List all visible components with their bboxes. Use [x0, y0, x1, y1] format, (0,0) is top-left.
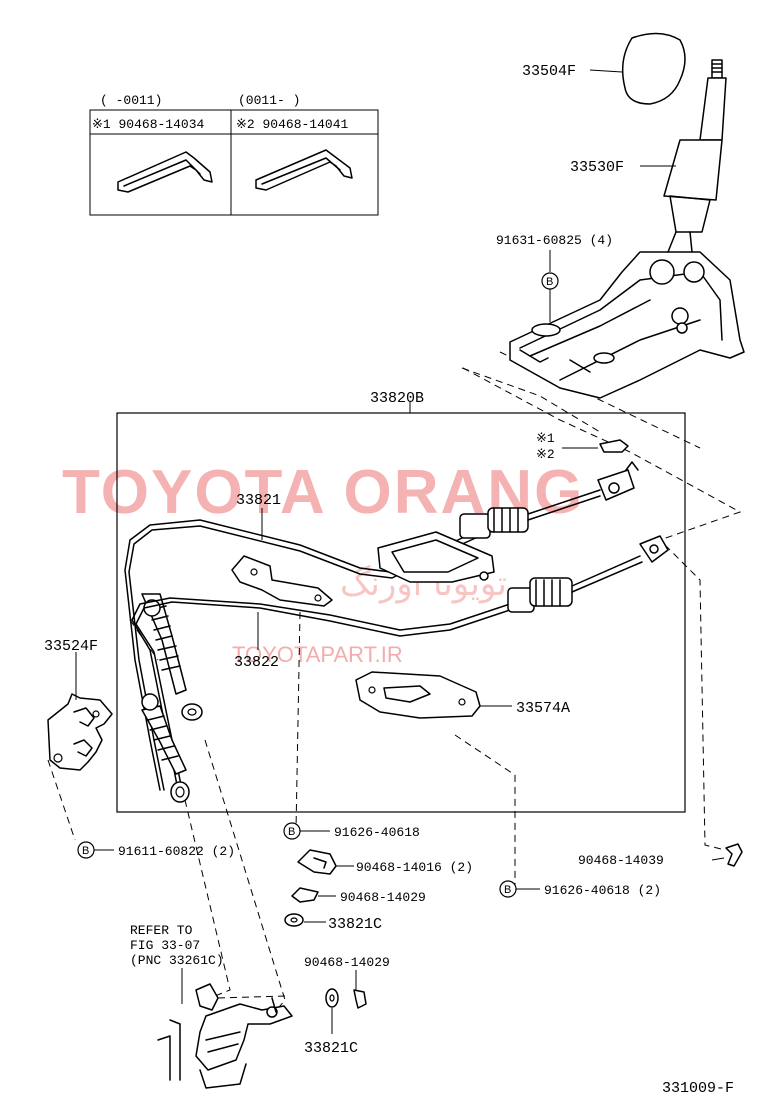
clip-icon-1 [117, 151, 213, 193]
label-cable-assy: 33820B [370, 390, 424, 407]
label-bolt-b: 91626-40618 (2) [544, 883, 661, 898]
inset-col2-header: (0011- ) [238, 93, 300, 108]
cable-bracket [231, 555, 333, 607]
cable-assembly-frame [116, 412, 686, 813]
label-bolt-left: 91611-60822 (2) [118, 844, 235, 859]
b-marker-left-letter: B [82, 845, 89, 857]
figure-id: 331009-F [662, 1080, 734, 1097]
clip-90468-14029-a [291, 887, 319, 903]
label-refer-3: (PNC 33261C) [130, 953, 224, 968]
label-cable-33822: 33822 [234, 654, 279, 671]
label-clip-right: 90468-14039 [578, 853, 664, 868]
label-refer-1: REFER TO [130, 923, 193, 938]
cable-33822 [131, 535, 669, 803]
b-marker-top-letter: B [546, 276, 553, 288]
b-marker-a-letter: B [288, 826, 295, 838]
clip-90468-14029-b [353, 989, 367, 1009]
label-clip-a: 90468-14016 (2) [356, 860, 473, 875]
label-refer-2: FIG 33-07 [130, 938, 200, 953]
cable-33821 [124, 461, 639, 791]
plate-33574A [355, 671, 481, 719]
b-marker-b-letter: B [504, 884, 511, 896]
transmission-linkage [157, 983, 293, 1089]
clip-90468-14039 [725, 843, 743, 867]
shift-lever-housing [509, 231, 745, 399]
inset-col1-header: ( -0011) [100, 93, 162, 108]
label-note2: ※2 [536, 447, 555, 462]
clip-note [599, 439, 629, 453]
label-bolt-top: 91631-60825 (4) [496, 233, 613, 248]
inset-col2-part: ※2 90468-14041 [236, 117, 349, 132]
inset-table: ( -0011) (0011- ) ※1 90468-14034 ※2 9046… [89, 93, 379, 216]
clip-icon-2 [255, 149, 353, 191]
label-note1: ※1 [536, 431, 555, 446]
label-washer-a: 33821C [328, 916, 382, 933]
label-cable-33821: 33821 [236, 492, 281, 509]
bracket-33524F [47, 693, 113, 771]
shift-lever [663, 59, 727, 233]
label-clip-c: 90468-14029 [304, 955, 390, 970]
label-knob: 33504F [522, 63, 576, 80]
shift-knob [621, 32, 686, 105]
label-clip-b: 90468-14029 [340, 890, 426, 905]
label-bracket-left: 33524F [44, 638, 98, 655]
inset-col1-part: ※1 90468-14034 [92, 117, 205, 132]
clip-90468-14016 [297, 849, 337, 875]
label-washer-b: 33821C [304, 1040, 358, 1057]
label-shift-lever: 33530F [570, 159, 624, 176]
label-bolt-a: 91626-40618 [334, 825, 420, 840]
watermark-url: TOYOTAPART.IR [232, 642, 403, 667]
label-plate: 33574A [516, 700, 570, 717]
